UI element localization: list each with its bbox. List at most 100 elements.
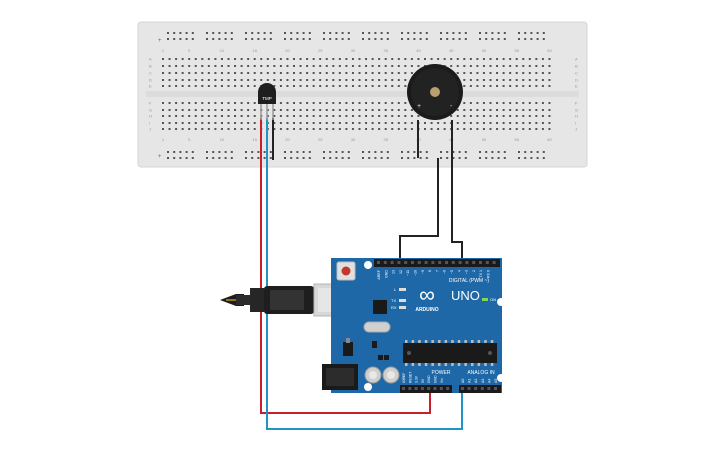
column-number: 35 [383,48,388,53]
power-pin-label: GND [434,375,438,383]
on-label: ON [490,297,496,302]
sensor-label: TMP [262,96,272,101]
column-number: 25 [318,48,323,53]
digital-pin-label: 13 [392,270,396,274]
row-letter: J [575,127,577,132]
row-letter: H [575,114,578,119]
row-letter: I [149,121,150,126]
row-letter: D [575,78,578,83]
power-led [482,298,488,301]
temperature-sensor[interactable]: TMP [258,83,276,120]
crystal [363,321,391,333]
breadboard[interactable]: + + 115510101515202025253030353540404545… [137,21,588,168]
row-letter: F [575,101,578,106]
power-pin-label: RESET [408,372,412,383]
column-number: 60 [547,137,552,142]
row-letter: C [575,71,578,76]
column-number: 30 [351,48,356,53]
analog-pin-label: A5 [494,379,498,383]
column-number: 1 [162,48,165,53]
usb-chip [373,300,387,314]
column-number: 35 [383,137,388,142]
column-number: 55 [514,48,519,53]
led-label-l: L [394,287,397,292]
column-number: 15 [252,48,257,53]
arduino-logo-icon: ∞ [419,282,435,307]
digital-header-pins [377,261,496,264]
power-header[interactable] [400,385,452,393]
power-pin-label: 5V [421,378,425,383]
column-number: 55 [514,137,519,142]
regulator [343,342,353,356]
bottom-header-pins [402,387,497,390]
analog-pin-label: A3 [481,379,485,383]
digital-pin-label: AREF [377,269,381,279]
wire-blue-a0[interactable] [266,118,463,430]
wire-black-buzzer-plus[interactable] [399,158,439,261]
column-number: 30 [351,137,356,142]
rail-plus-sign-bottom: + [158,154,162,160]
power-pin-label: IOREF [402,373,406,383]
column-number: 50 [482,48,487,53]
power-label: POWER [432,370,451,376]
row-letter: B [149,64,152,69]
atmega-chip [403,343,497,363]
analog-pin-label: A0 [461,379,465,383]
power-pin-label: 3.3V [415,375,419,383]
column-number: 40 [416,48,421,53]
arduino-uno[interactable]: DIGITAL (PWM ~) POWER ANALOG IN ∞ ARDUIN… [322,258,505,393]
analog-pin-label: A1 [468,379,472,383]
digital-pin-label: ~11 [406,270,410,276]
column-number: 25 [318,137,323,142]
digital-pin-label: GND [384,270,388,278]
column-number: 5 [188,137,191,142]
row-letter: A [575,57,578,62]
analog-pin-label: A4 [487,379,491,383]
digital-pin-label: ~10 [414,270,418,276]
digital-pin-label: RX 0 [487,270,491,278]
column-number: 45 [449,48,454,53]
digital-pin-label: ~6 [443,270,447,274]
piezo-buzzer[interactable]: + - [407,64,463,120]
row-letter: D [149,78,152,83]
analog-pin-label: A2 [474,379,478,383]
column-number: 10 [220,137,225,142]
led-label-tx: TX [391,298,396,303]
digital-pin-label: 4 [457,270,461,272]
breadboard-column-numbers: 1155101015152020252530303535404045455050… [162,48,553,142]
row-letter: C [149,71,152,76]
row-letter: A [149,57,152,62]
row-letter: E [575,84,578,89]
rail-plus-sign: + [158,38,162,44]
digital-pin-label: ~5 [450,270,454,274]
row-letter: G [575,108,578,113]
digital-pin-label: ~9 [421,270,425,274]
digital-pin-label: TX 1 [479,270,483,278]
atmega-pins [405,340,494,366]
analog-header[interactable] [459,385,501,393]
column-number: 10 [220,48,225,53]
column-number: 15 [252,137,257,142]
digital-header[interactable] [374,259,500,267]
row-letter: I [575,121,576,126]
row-letter: H [149,114,152,119]
digital-pin-label: ~3 [465,270,469,274]
wire-black-buzzer-minus[interactable] [451,130,463,261]
led-label-rx: RX [391,305,397,310]
row-letter: E [149,84,152,89]
digital-pin-label: 7 [435,270,439,272]
buzzer-plus-sign: + [417,103,421,110]
column-number: 20 [285,137,290,142]
arduino-brand: ARDUINO [415,307,438,313]
digital-pin-label: 12 [399,270,403,274]
buzzer-minus-sign: - [450,103,453,110]
analog-label: ANALOG IN [467,370,495,376]
wire-red-5v[interactable] [260,118,431,414]
column-number: 1 [162,137,165,142]
column-number: 50 [482,137,487,142]
power-pin-label: Vin [440,378,444,383]
